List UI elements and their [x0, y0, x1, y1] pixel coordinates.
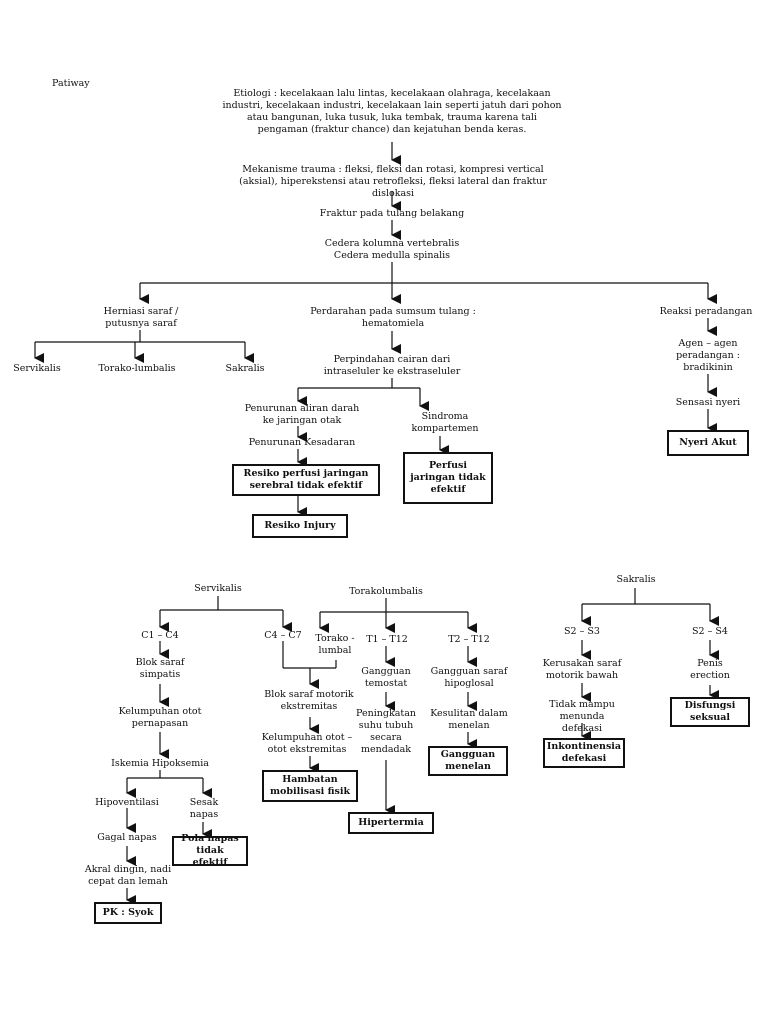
- t2-t12-node: T2 – T12: [448, 634, 490, 645]
- blok-simpatis-node: Blok saraf simpatis: [135, 657, 185, 680]
- torako-lumbal-node: Torako - lumbal: [315, 633, 355, 656]
- pk-syok-box: PK : Syok: [94, 902, 162, 924]
- perpindahan-node: Perpindahan cairan dari intraseluler ke …: [323, 354, 461, 377]
- perfusi-box: Perfusi jaringan tidak efektif: [403, 452, 493, 504]
- page-title: Patiway: [52, 78, 90, 89]
- kesulitan-menelan-node: Kesulitan dalam menelan: [430, 708, 508, 731]
- t1-t12-node: T1 – T12: [366, 634, 408, 645]
- mekanisme-node: Mekanisme trauma : fleksi, fleksi dan ro…: [239, 164, 547, 199]
- fraktur-node: Fraktur pada tulang belakang: [319, 208, 465, 219]
- torakolumbalis-root: Torakolumbalis: [349, 586, 423, 597]
- gagal-napas-node: Gagal napas: [97, 832, 157, 843]
- servikalis-root: Servikalis: [194, 583, 242, 594]
- perdarahan-node: Perdarahan pada sumsum tulang : hematomi…: [310, 306, 476, 329]
- cedera-medulla-node: Cedera medulla spinalis: [333, 250, 451, 261]
- gangguan-menelan-box: Gangguan menelan: [428, 746, 508, 776]
- s2-s4-node: S2 – S4: [692, 626, 728, 637]
- cedera-kolumna-node: Cedera kolumna vertebralis: [324, 238, 460, 249]
- c4-c7-node: C4 – C7: [264, 630, 302, 641]
- resiko-injury-box: Resiko Injury: [252, 514, 348, 538]
- sakralis-root: Sakralis: [616, 574, 656, 585]
- etiologi-node: Etiologi : kecelakaan lalu lintas, kecel…: [222, 88, 562, 135]
- hambatan-box: Hambatan mobilisasi fisik: [262, 770, 358, 802]
- sesak-node: Sesak napas: [189, 797, 219, 820]
- pola-napas-box: Pola napas tidak efektif: [172, 833, 248, 868]
- resiko-perfusi-box: Resiko perfusi jaringan serebral tidak e…: [232, 464, 380, 496]
- akral-node: Akral dingin, nadi cepat dan lemah: [84, 864, 172, 887]
- s2-s3-node: S2 – S3: [564, 626, 600, 637]
- hipoventilasi-node: Hipoventilasi: [95, 797, 159, 808]
- gangguan-hipoglosal-node: Gangguan saraf hipoglosal: [430, 666, 508, 689]
- inkontinensia-box: Inkontinensia defekasi: [543, 738, 625, 768]
- iskemia-node: Iskemia Hipoksemia: [111, 758, 209, 769]
- penurunan-kesadaran-node: Penurunan Kesadaran: [248, 437, 356, 448]
- blok-motorik-node: Blok saraf motorik ekstremitas: [264, 689, 354, 712]
- tidak-mampu-node: Tidak mampu menunda defekasi: [549, 699, 615, 734]
- sindroma-node: Sindroma kompartemen: [411, 411, 479, 434]
- servikalis-leaf: Servikalis: [13, 363, 61, 374]
- sakralis-leaf: Sakralis: [225, 363, 265, 374]
- hipertermia-box: Hipertermia: [348, 812, 434, 834]
- herniasi-node: Herniasi saraf / putusnya saraf: [103, 306, 179, 329]
- kelumpuhan-pernapasan-node: Kelumpuhan otot pernapasan: [118, 706, 202, 729]
- sensasi-node: Sensasi nyeri: [675, 397, 741, 408]
- torako-lumbalis-leaf: Torako-lumbalis: [98, 363, 176, 374]
- peningkatan-suhu-node: Peningkatan suhu tubuh secara mendadak: [356, 708, 416, 755]
- disfungsi-box: Disfungsi seksual: [670, 697, 750, 727]
- c1-c4-node: C1 – C4: [141, 630, 179, 641]
- penurunan-aliran-node: Penurunan aliran darah ke jaringan otak: [244, 403, 360, 426]
- kerusakan-node: Kerusakan saraf motorik bawah: [542, 658, 622, 681]
- penis-node: Penis erection: [690, 658, 730, 681]
- nyeri-box: Nyeri Akut: [667, 430, 749, 456]
- agen-node: Agen – agen peradangan : bradikinin: [676, 338, 740, 373]
- kelumpuhan-ekstremitas-node: Kelumpuhan otot – otot ekstremitas: [261, 732, 353, 755]
- gangguan-temostat-node: Gangguan temostat: [361, 666, 411, 689]
- reaksi-node: Reaksi peradangan: [659, 306, 753, 317]
